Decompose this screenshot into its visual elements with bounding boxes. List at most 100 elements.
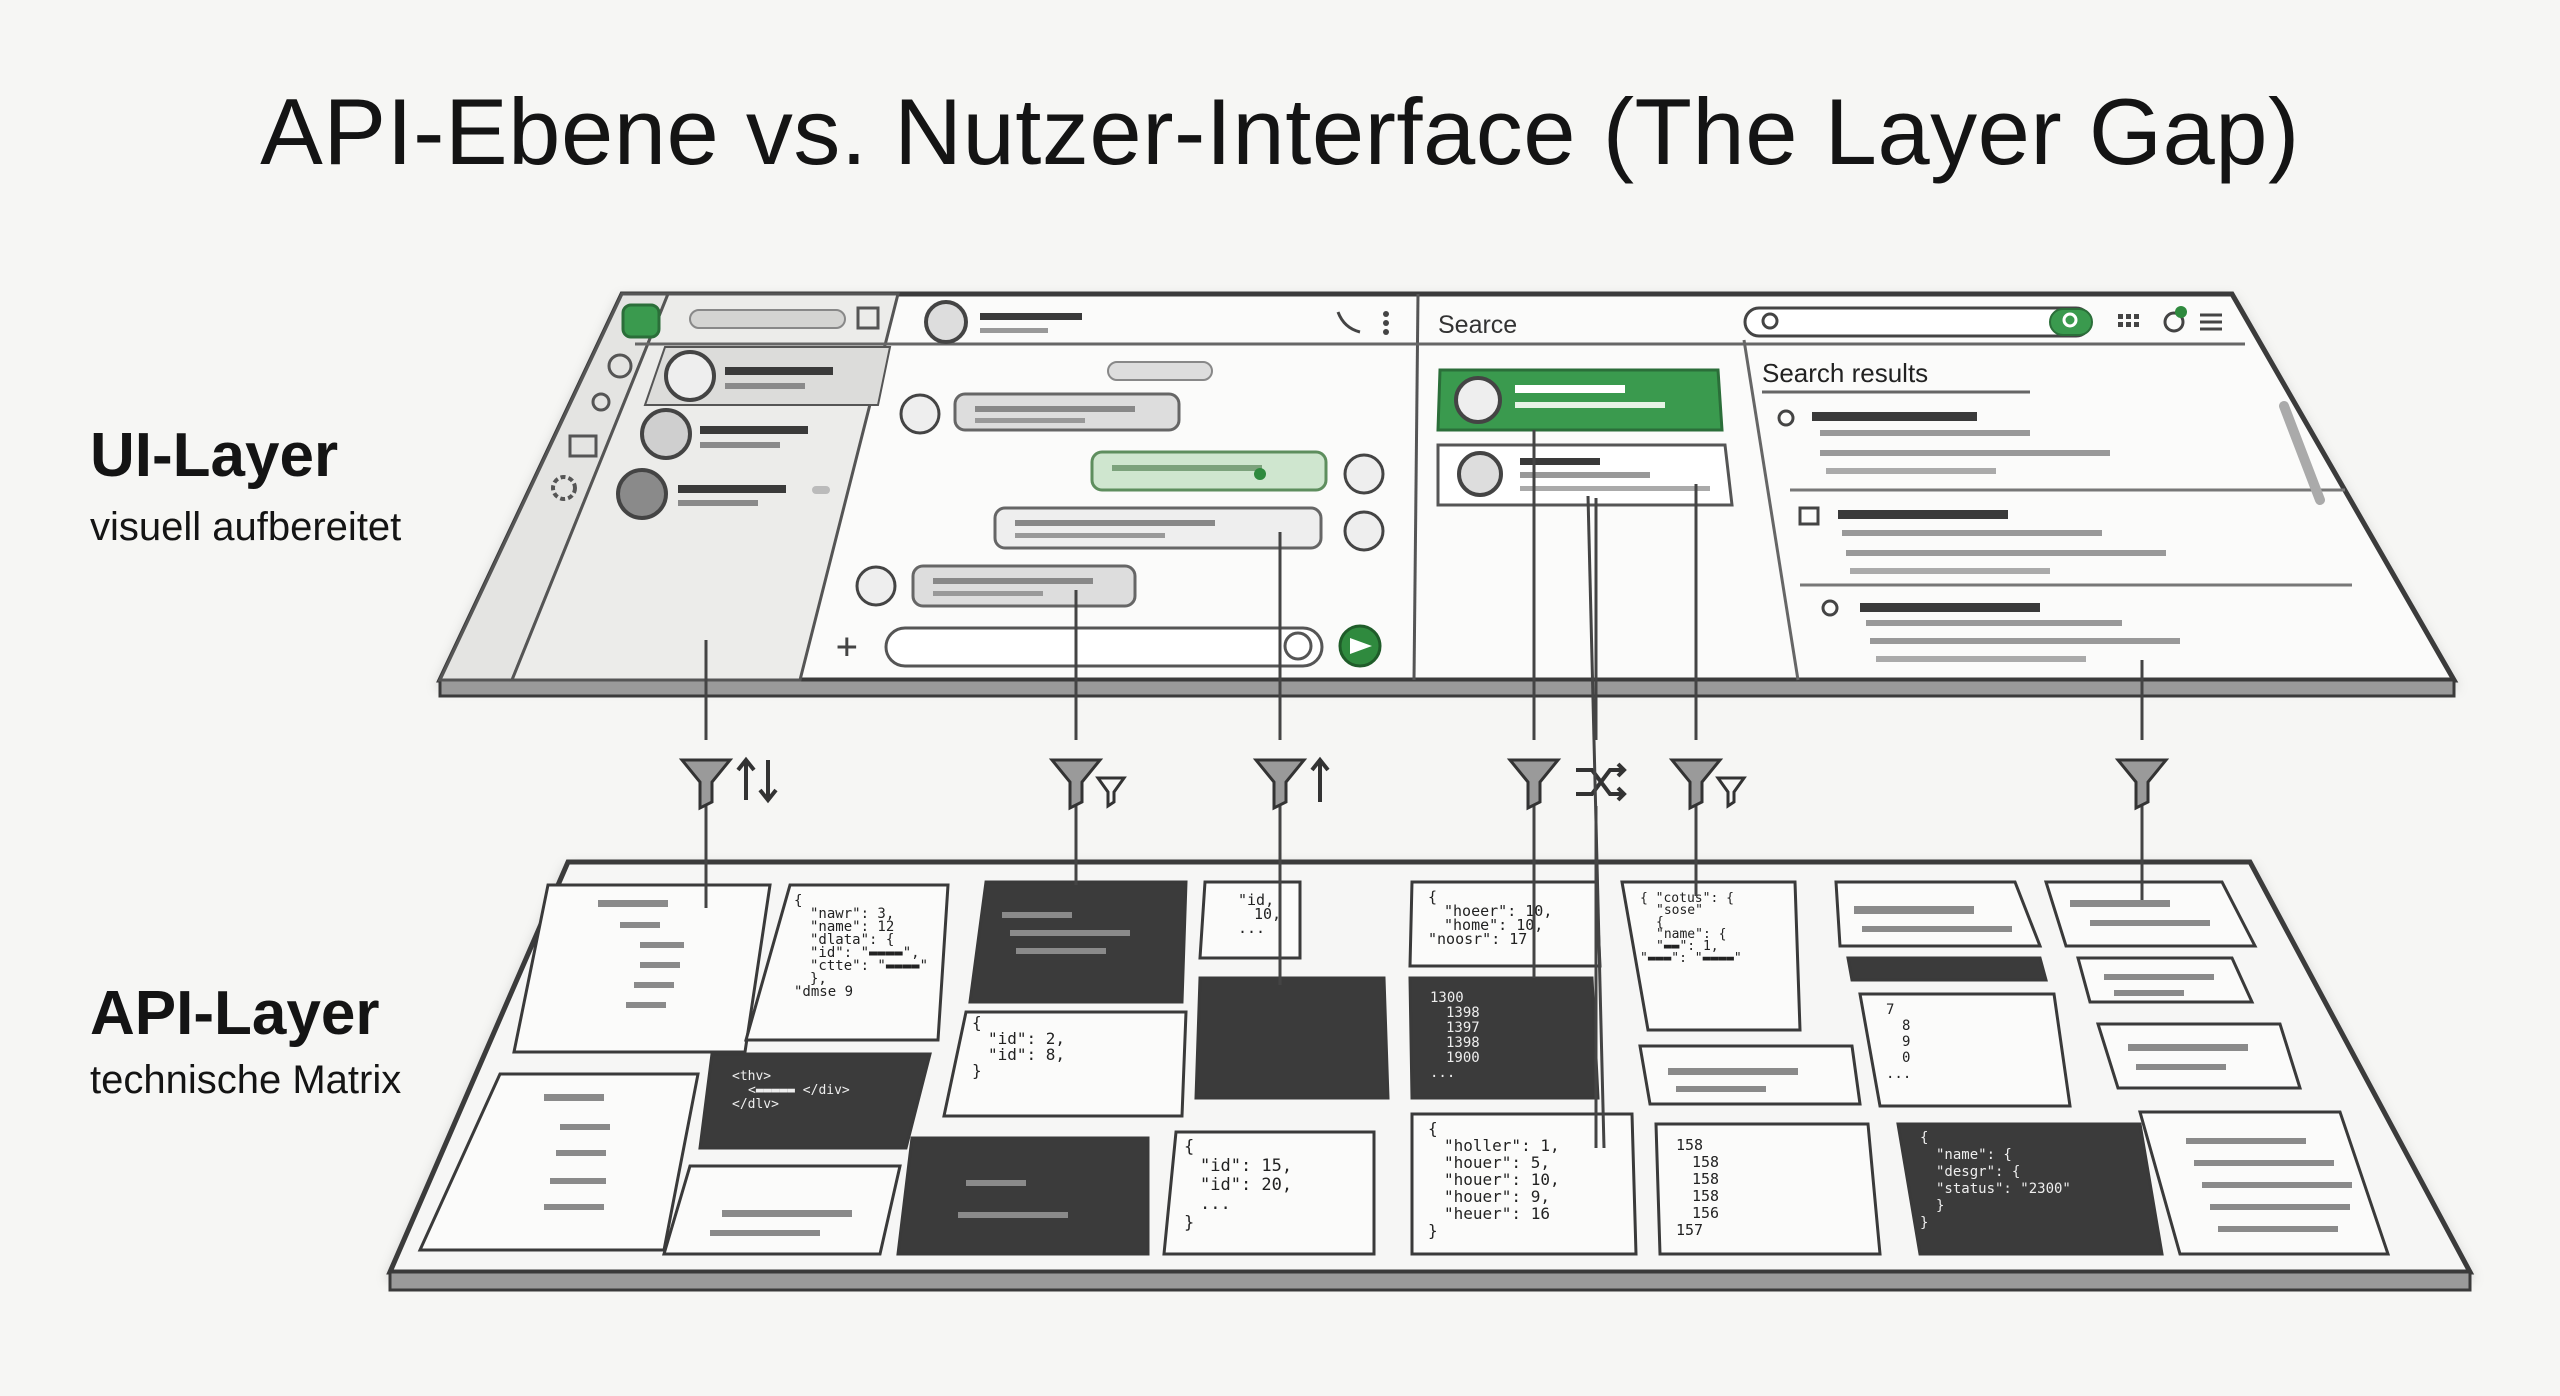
- placeholder-bar: [2202, 1182, 2352, 1188]
- search-input: [1743, 306, 2092, 338]
- api-code-line: "status": "2300": [1936, 1181, 2071, 1197]
- contacts-icon: [591, 392, 611, 412]
- api-code-line: "dmse 9: [794, 984, 853, 1000]
- api-code-line: },: [810, 971, 827, 987]
- api-code-line: 1398: [1446, 1035, 1480, 1051]
- api-code-line: }: [1428, 1221, 1438, 1240]
- placeholder-bar: [634, 982, 674, 988]
- arrow-up-icon: [1310, 756, 1330, 802]
- api-code-line: {: [972, 1013, 982, 1032]
- placeholder-bar: [544, 1094, 604, 1101]
- funnel-icon: [1506, 758, 1562, 811]
- api-code-line: "houer": 5,: [1444, 1153, 1550, 1172]
- placeholder-bar: [620, 922, 660, 928]
- api-code-line: "houer": 9,: [1444, 1187, 1550, 1206]
- placeholder-bar: [2070, 900, 2170, 907]
- api-code-line: 156: [1692, 1204, 1719, 1222]
- api-code-line: 1398: [1446, 1005, 1480, 1021]
- search-icon: [1821, 599, 1839, 617]
- api-code-line: }: [972, 1061, 982, 1080]
- api-block: [2095, 1022, 2303, 1090]
- api-code-line: "sose": [1656, 903, 1703, 918]
- funnel-icon: [1668, 758, 1724, 811]
- api-code-line: {: [1656, 915, 1664, 930]
- api-code-line: ...: [1238, 919, 1265, 937]
- avatar: [1343, 510, 1385, 552]
- placeholder-bar: [560, 1124, 610, 1130]
- api-code-line: {: [1184, 1137, 1194, 1157]
- placeholder-bar: [2210, 1204, 2350, 1210]
- placeholder-bar: [722, 1210, 852, 1217]
- api-code-line: "id": 8,: [988, 1045, 1065, 1064]
- placeholder-bar: [1002, 912, 1072, 918]
- shuffle-icon: [1576, 762, 1627, 802]
- api-code-line: }: [1920, 1215, 1928, 1231]
- placeholder-bar: [1668, 1068, 1798, 1075]
- api-code-line: "name": 12: [810, 919, 894, 935]
- funnel-icon: [678, 758, 734, 811]
- api-code-line: <▬▬▬▬▬ </div>: [748, 1083, 850, 1098]
- api-code-line: ...: [1200, 1194, 1231, 1214]
- avatar: [616, 468, 668, 520]
- bell-icon: [2163, 311, 2185, 333]
- placeholder-bar: [544, 1204, 604, 1210]
- more-icon: [1383, 311, 1389, 317]
- placeholder-bar: [1010, 930, 1130, 936]
- api-block: [744, 883, 950, 1042]
- scrollbar: [2279, 401, 2325, 505]
- api-block: [512, 883, 772, 1054]
- api-code-line: "id": "▬▬▬▬",: [810, 945, 920, 961]
- api-block: [942, 1010, 1188, 1118]
- search-icon: [1777, 409, 1795, 427]
- api-code-line: 157: [1676, 1221, 1703, 1239]
- placeholder-bar: [1862, 926, 2012, 932]
- phone-icon: [1336, 311, 1361, 334]
- api-block: [1858, 992, 2072, 1108]
- avatar: [664, 350, 716, 402]
- api-block: [2043, 880, 2258, 948]
- attach-icon: +: [836, 626, 858, 667]
- api-block-dark: [1896, 1122, 2164, 1256]
- rail-icons: [551, 303, 661, 501]
- api-block: [1654, 1122, 1882, 1256]
- search-button: [2049, 308, 2093, 336]
- placeholder-bar: [710, 1230, 820, 1236]
- placeholder-bar: [550, 1178, 606, 1184]
- avatar: [855, 565, 897, 607]
- funnel-icon: [1048, 758, 1104, 811]
- avatar: [1343, 453, 1385, 495]
- chat-window: +: [836, 300, 1389, 668]
- emoji-icon: [1283, 631, 1313, 661]
- api-block-dark: [698, 1052, 932, 1150]
- api-code-line: "ctte": "▬▬▬▬": [810, 958, 928, 974]
- placeholder-bar: [640, 962, 680, 968]
- api-code-line: "heuer": 16: [1444, 1204, 1550, 1223]
- placeholder-bar: [958, 1212, 1068, 1218]
- api-block-dark: [1194, 976, 1390, 1100]
- api-block: [1620, 880, 1802, 1032]
- api-code-line: { "cotus": {: [1640, 891, 1734, 906]
- message-input: [884, 626, 1324, 668]
- placeholder-bar: [2104, 974, 2214, 980]
- funnel-icon: [1252, 758, 1308, 811]
- placeholder-bar: [2218, 1226, 2338, 1232]
- api-code-line: "id": 15,: [1200, 1156, 1292, 1176]
- placeholder-bar: [2186, 1138, 2306, 1144]
- apps-icon: [2118, 314, 2139, 327]
- api-code-line: {: [1428, 1119, 1438, 1138]
- api-code-line: "hoeer": 10,: [1444, 902, 1552, 920]
- api-layer-subtitle: technische Matrix: [90, 1058, 402, 1102]
- placeholder-bar: [2090, 920, 2210, 926]
- connectors: [678, 430, 2170, 1149]
- api-code-line: 9: [1902, 1034, 1910, 1050]
- api-block-grid: [417, 880, 2391, 1256]
- api-block-dark: [968, 880, 1188, 1004]
- api-code-line: ...: [1430, 1065, 1455, 1081]
- api-code-line: 0: [1902, 1050, 1910, 1066]
- api-code-line: "id,: [1238, 891, 1274, 909]
- app-logo-icon: [621, 303, 661, 339]
- arrow-up-icon: [736, 756, 756, 800]
- placeholder-bar: [598, 900, 668, 907]
